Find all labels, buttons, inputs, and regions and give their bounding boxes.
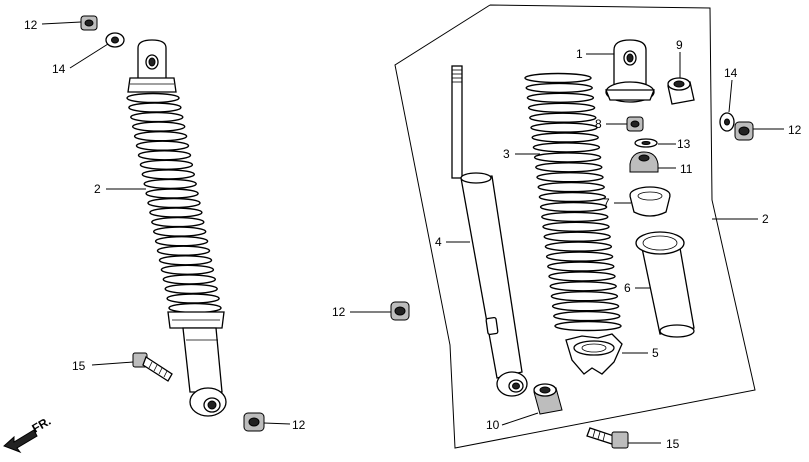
callout-12-right: 12 (788, 123, 802, 137)
spring-coil (166, 293, 220, 304)
spring-coil (536, 171, 604, 183)
spring-coil (529, 112, 597, 123)
spring-seat-7 (629, 186, 671, 217)
callout-4: 4 (435, 235, 442, 249)
spring-coil (548, 271, 616, 282)
spring-coil (539, 201, 608, 213)
callout-1: 1 (576, 47, 583, 61)
callout-7: 7 (603, 196, 610, 210)
spring-coil (535, 162, 603, 173)
spring-coil (550, 291, 619, 302)
dust-cover-6 (635, 231, 695, 338)
spring-coil (544, 241, 613, 252)
spring-coil (137, 150, 192, 161)
spring-coil (531, 132, 599, 143)
washer-13 (634, 138, 658, 148)
spring-coil (533, 152, 602, 163)
spring-coil (154, 235, 209, 247)
spring-coil (128, 102, 182, 113)
spring-coil (160, 264, 215, 275)
spring-coil (126, 92, 180, 104)
spring-coil (530, 122, 598, 133)
callout-9: 9 (676, 38, 683, 52)
callout-6: 6 (624, 281, 631, 295)
spring-coil (143, 178, 197, 190)
callout-14-left: 14 (52, 62, 66, 76)
spring-coil (547, 261, 615, 272)
callout-15-exploded: 15 (666, 437, 680, 451)
spring-coil (152, 226, 207, 237)
washer-14-right (719, 112, 735, 132)
spring-coil (541, 211, 609, 223)
callout-13: 13 (677, 137, 691, 151)
callout-12-left-bottom: 12 (292, 418, 306, 432)
callout-10: 10 (486, 418, 500, 432)
spring-coil (149, 207, 203, 218)
spring-coil (141, 169, 196, 180)
spring-coil (543, 231, 611, 242)
nut-12-right (734, 121, 754, 141)
assembled-shock-absorber (126, 39, 227, 417)
spring-coil (542, 221, 610, 233)
spring-coil (130, 111, 184, 123)
spring-coil (527, 102, 596, 114)
nut-8 (626, 116, 644, 132)
callout-5: 5 (652, 346, 659, 360)
spring-coil (131, 121, 186, 132)
spring-coil (168, 302, 222, 314)
spring-coil (525, 82, 593, 94)
callout-2-left: 2 (94, 182, 101, 196)
exploded-view-boundary (394, 4, 756, 449)
spring-coil (549, 281, 617, 292)
callout-12-left-top: 12 (24, 18, 38, 32)
spring-coil (537, 181, 605, 193)
spring-coil (164, 283, 218, 295)
spring-coil (545, 251, 614, 262)
nut-12-bottom-left (243, 412, 265, 432)
nut-12-top-left (80, 15, 98, 31)
spring-coil (145, 188, 199, 199)
spring-coil (538, 191, 607, 203)
spring-coil (151, 216, 205, 228)
spring-coil (156, 245, 211, 256)
spring-coil (553, 310, 621, 322)
spring-coil (139, 159, 194, 171)
callout-11: 11 (680, 162, 693, 176)
spring-coil (524, 72, 592, 84)
coil-spring-3 (524, 72, 622, 332)
callout-labels: 12 14 2 15 12 12 1 9 8 13 11 3 7 4 6 5 1… (24, 18, 802, 451)
spring-coil (554, 320, 622, 332)
callout-8: 8 (595, 117, 602, 131)
damper-unit-4 (451, 65, 528, 397)
upper-joint-1 (605, 39, 655, 103)
spring-coil (551, 301, 620, 312)
callout-3: 3 (503, 147, 510, 161)
callout-12-middle: 12 (332, 305, 346, 319)
leader-lines (41, 21, 784, 444)
spring-coil (532, 142, 601, 153)
nut-12-middle (390, 301, 410, 321)
bushing-10 (533, 383, 563, 415)
bolt-15-exploded (586, 427, 629, 449)
bushing-9 (667, 77, 695, 105)
spring-coil (162, 274, 217, 285)
spring-coil (158, 255, 213, 266)
callout-2-right: 2 (762, 212, 769, 226)
front-direction-arrow: FR. (3, 414, 53, 454)
callout-15-left: 15 (72, 359, 86, 373)
spring-coil (526, 92, 595, 104)
rubber-11 (629, 151, 659, 173)
spring-coil (135, 140, 190, 151)
spring-coil (133, 130, 188, 142)
adjuster-5 (565, 333, 623, 375)
spring-coil (147, 197, 201, 209)
washer-14-left (105, 32, 125, 48)
spring-coils (126, 92, 222, 314)
callout-14-right: 14 (724, 66, 738, 80)
bolt-15-left (132, 352, 173, 382)
